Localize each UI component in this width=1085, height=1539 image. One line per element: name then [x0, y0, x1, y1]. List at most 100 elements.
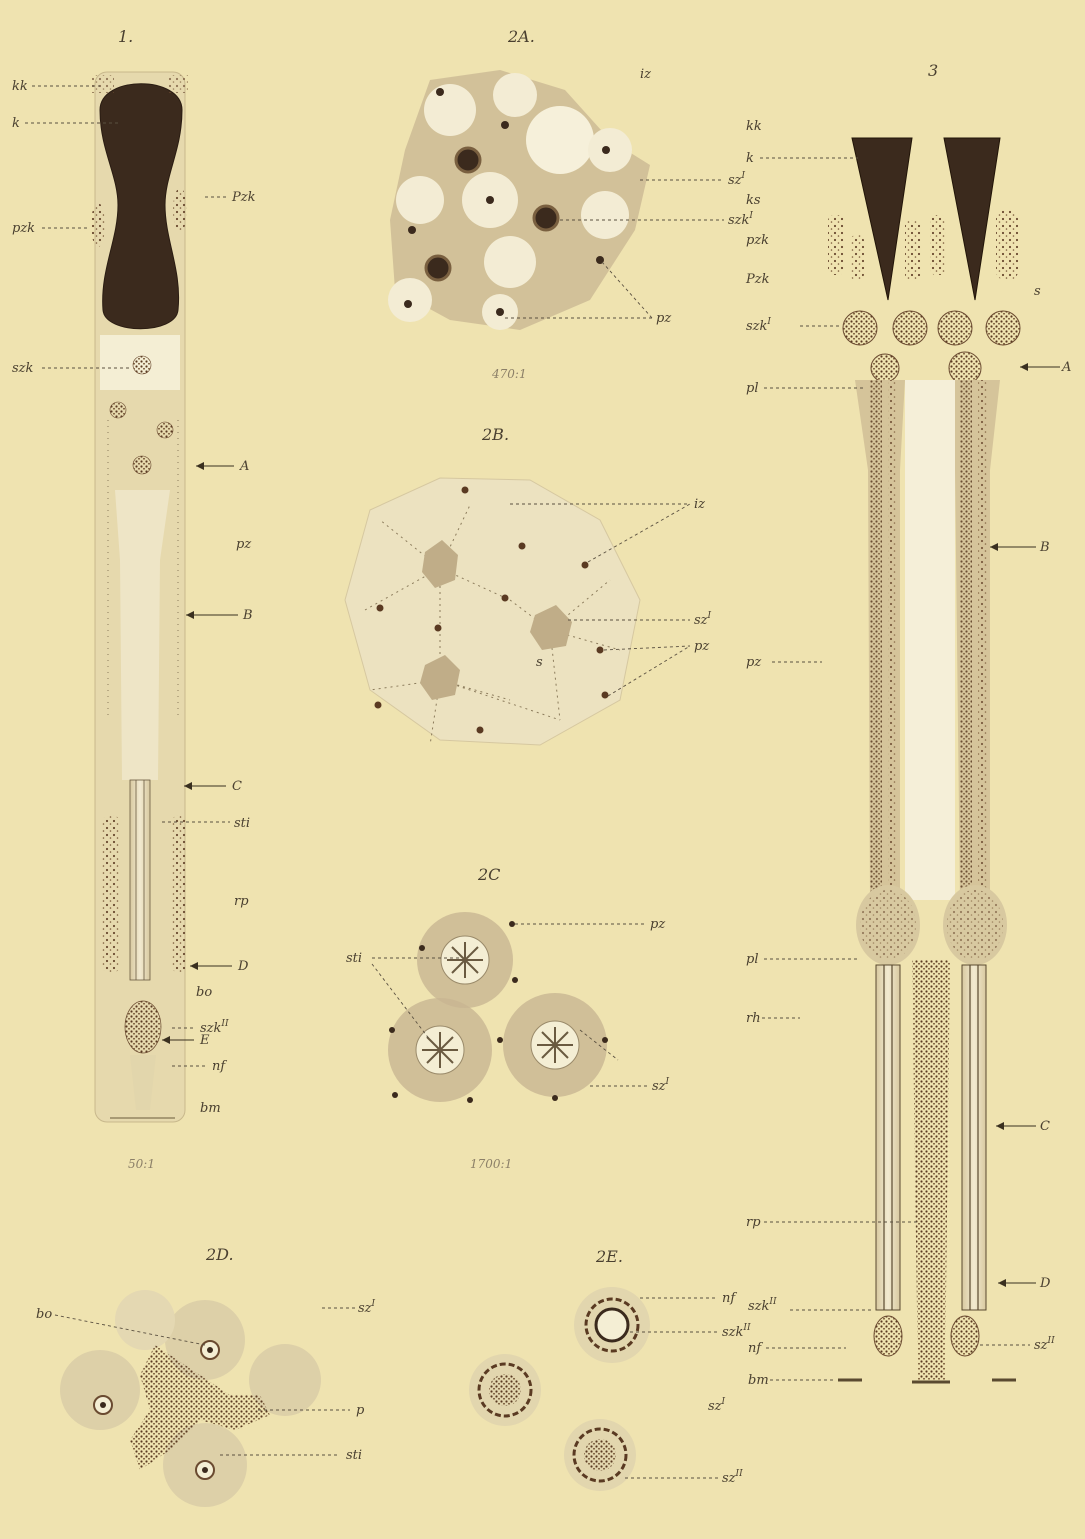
fig2D-label-sti: sti — [346, 1448, 362, 1463]
fig2E-label-szII-text: sz — [722, 1471, 736, 1486]
fig2A-pale-cell-3 — [526, 106, 594, 174]
fig1-kk-granules-right — [168, 75, 188, 93]
fig2A-label-szI-text: sz — [728, 173, 742, 188]
fig2A-pale-cell-2 — [493, 73, 537, 117]
fig3-label-szkI-sup: I — [766, 317, 771, 327]
fig1-szk-nucleus-1 — [133, 356, 151, 374]
fig2A-pz-dot-4 — [408, 226, 416, 234]
fig2A-nucleus-2 — [534, 206, 558, 230]
fig2E-label-szI-sup: I — [721, 1397, 726, 1407]
fig3-label-k: k — [746, 151, 754, 166]
fig1-szkII-nucleus — [125, 1001, 161, 1053]
fig2C-label-szI: szI — [652, 1077, 670, 1094]
fig3-szkI-4 — [986, 311, 1020, 345]
fig2E-core-3 — [584, 1439, 616, 1471]
fig2E-core-2 — [489, 1374, 521, 1406]
figure-2B: 2B. iz szI pz s — [345, 425, 712, 745]
fig3-cone-right — [944, 138, 1000, 300]
fig1-arrowhead-A — [196, 462, 204, 470]
fig2A-scale: 470:1 — [491, 367, 527, 381]
fig3-szkI-6 — [871, 354, 899, 382]
fig2B-label-iz: iz — [694, 497, 705, 512]
fig2E-label-szII-sup: II — [735, 1469, 744, 1479]
fig2C-label-szI-sup: I — [665, 1077, 670, 1087]
fig2A-label-szI: szI — [728, 171, 746, 188]
fig2E-nf-1 — [596, 1309, 628, 1341]
fig3-szkI-5 — [949, 352, 981, 384]
fig1-label-szkII-sup: II — [220, 1019, 229, 1029]
fig2D-bo-1-core — [207, 1347, 213, 1353]
fig3-rhabdom-left — [876, 965, 900, 1310]
fig1-label-k: k — [12, 116, 20, 131]
fig2A-pz-dot-3 — [486, 196, 494, 204]
fig1-pzk-left — [91, 203, 105, 247]
fig1-pzk-right — [173, 188, 187, 232]
fig2A-nucleus-1 — [456, 148, 480, 172]
fig1-kk-granules — [92, 75, 114, 93]
fig2C-pz-dot-1 — [509, 921, 515, 927]
fig3-pzk-2 — [850, 235, 864, 280]
fig2C-pz-dot-5 — [497, 1037, 503, 1043]
fig3-label-pl-top: pl — [746, 381, 758, 396]
fig2B-pz-dot-8 — [602, 692, 609, 699]
fig2B-title: 2B. — [481, 425, 509, 444]
fig2A-pz-dot-1 — [501, 121, 509, 129]
figure-2E: 2E. nf szkII szI szII — [469, 1247, 751, 1491]
fig2C-pz-dot-6 — [602, 1037, 608, 1043]
fig2C-pz-dot-2 — [419, 945, 425, 951]
fig2E-label-szkII-sup: II — [742, 1323, 751, 1333]
fig1-rhabdom — [130, 780, 150, 980]
fig2A-label-szkI-text: szk — [728, 213, 750, 228]
fig1-label-C: C — [232, 779, 242, 794]
fig2A-nucleus-3 — [426, 256, 450, 280]
fig3-pigment-streak-4 — [978, 380, 987, 900]
fig2C-pz-dot-3 — [512, 977, 518, 983]
fig2C-pz-dot-7 — [467, 1097, 473, 1103]
fig2C-scale: 1700:1 — [470, 1157, 512, 1171]
fig3-bulb-right-dots — [947, 890, 1003, 960]
fig2C-label-pz: pz — [650, 917, 665, 932]
fig3-label-szkII: szkII — [748, 1297, 777, 1314]
figure-2A: 2A. iz szI szkI pz 470:1 — [388, 27, 753, 381]
fig2E-title: 2E. — [595, 1247, 623, 1266]
fig2A-pz-dot-2 — [602, 146, 610, 154]
fig3-bulb-left-dots — [860, 890, 916, 960]
fig3-rp-central-pigment — [912, 960, 950, 1380]
fig2A-label-szkI-sup: I — [748, 211, 753, 221]
fig2D-label-bo: bo — [36, 1307, 52, 1322]
fig3-rhabdom-right — [962, 965, 986, 1310]
fig2A-pale-cell-5 — [396, 176, 444, 224]
fig1-szk-nucleus-4 — [133, 456, 151, 474]
fig2A-pz-dot-7 — [404, 300, 412, 308]
fig3-label-C: C — [1040, 1119, 1050, 1134]
fig2E-label-szII: szII — [722, 1469, 743, 1486]
fig2A-label-iz: iz — [640, 67, 651, 82]
figure-3: 3 — [745, 61, 1071, 1388]
fig2B-label-pz: pz — [694, 639, 709, 654]
fig2A-pale-cell-7 — [581, 191, 629, 239]
fig2B-pz-dot-6 — [435, 625, 442, 632]
fig3-label-rh: rh — [746, 1011, 761, 1026]
fig3-label-s: s — [1034, 284, 1041, 299]
fig1-rp-pigment-right — [172, 815, 186, 973]
fig2B-pz-dot-7 — [597, 647, 604, 654]
fig3-pzk-3 — [905, 220, 921, 280]
fig1-label-nf: nf — [212, 1059, 227, 1074]
fig1-arrowhead-B — [186, 611, 194, 619]
fig3-pigment-streak-1 — [870, 380, 882, 900]
fig2B-label-szI-text: sz — [694, 613, 708, 628]
fig3-szkI-3 — [938, 311, 972, 345]
fig3-label-pzk: pzk — [746, 233, 769, 248]
fig3-label-szII-sup: II — [1047, 1336, 1056, 1346]
fig2B-pz-dot-5 — [502, 595, 509, 602]
fig2B-pz-dot-1 — [462, 487, 469, 494]
fig2A-label-pz: pz — [656, 311, 671, 326]
fig2B-cell-field — [345, 478, 640, 745]
figure-1: 1. kk k Pzk pzk — [12, 27, 256, 1171]
fig2D-ommatidium-5 — [115, 1290, 175, 1350]
fig2E-label-szI-text: sz — [708, 1399, 722, 1414]
fig2A-pale-cell-9 — [388, 278, 432, 322]
fig2C-pz-dot-4 — [389, 1027, 395, 1033]
fig3-label-pz: pz — [746, 655, 761, 670]
